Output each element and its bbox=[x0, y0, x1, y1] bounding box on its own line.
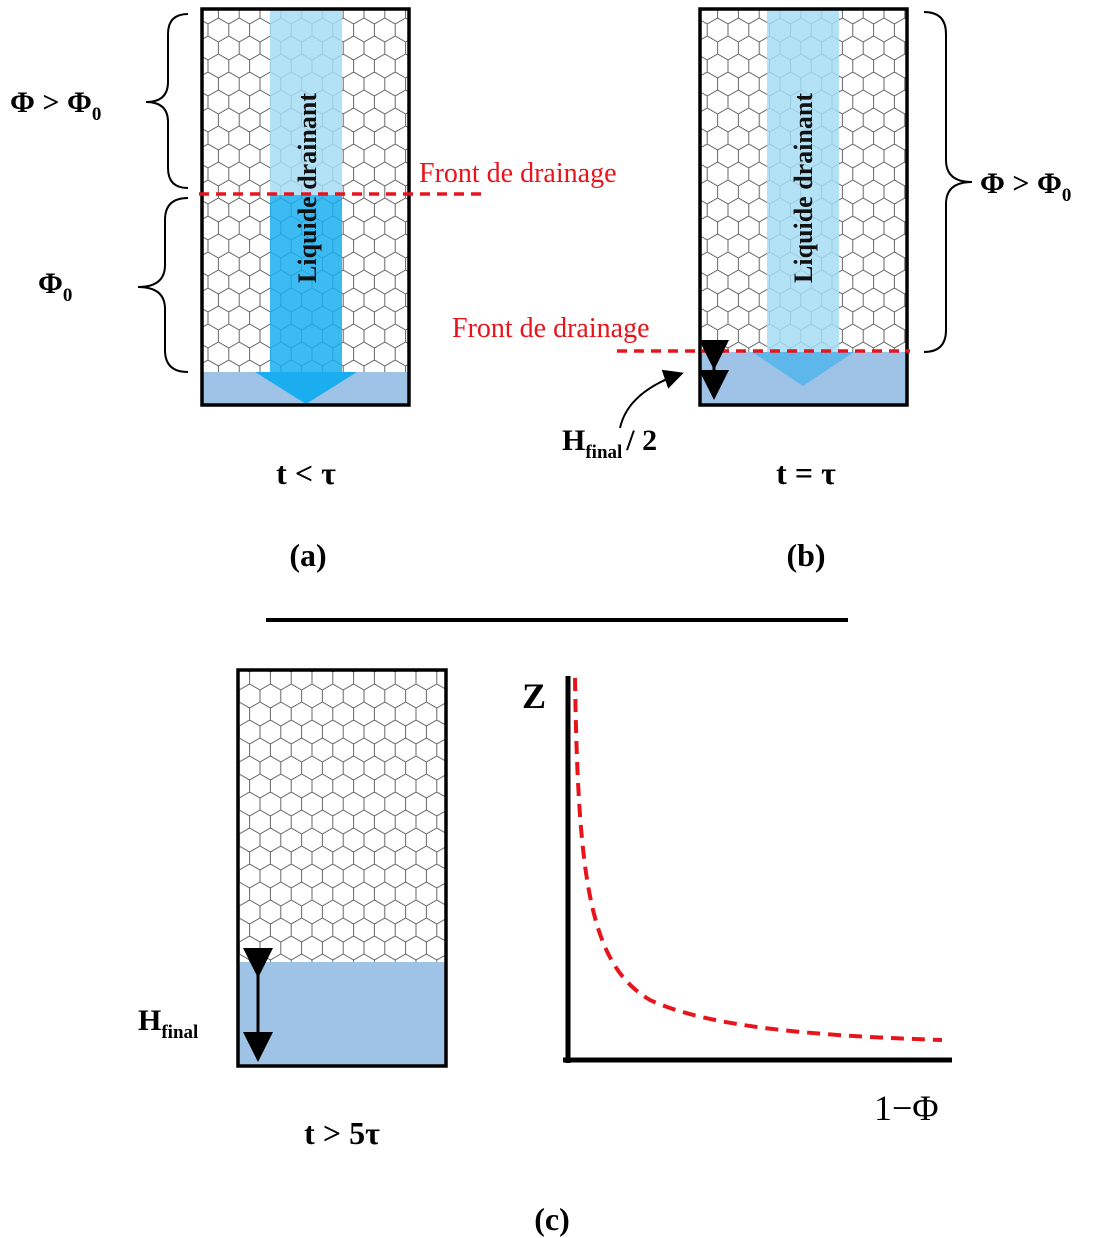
panel-a-flow-lower bbox=[270, 195, 342, 372]
graph-y-label: Z bbox=[522, 676, 546, 716]
panel-b-front-label: Front de drainage bbox=[452, 313, 650, 344]
panel-a-lower-brace bbox=[137, 197, 189, 373]
panel-a-caption: (a) bbox=[289, 537, 326, 573]
panel-b-flow-arrowhead bbox=[752, 352, 854, 386]
panel-a-upper-phi: Φ > Φ0 bbox=[10, 86, 101, 125]
panel-b-caption: (b) bbox=[786, 537, 825, 573]
panel-b-flow-label: Liquide drainant bbox=[789, 93, 818, 283]
panel-a-upper-brace bbox=[145, 13, 189, 189]
panel-b-brace bbox=[923, 11, 973, 353]
graph-x-label: 1−Φ bbox=[874, 1088, 939, 1128]
panel-c-container bbox=[236, 668, 448, 1068]
panel-c-foam bbox=[238, 670, 446, 962]
panel-c-caption: (c) bbox=[534, 1201, 570, 1237]
panel-a-container bbox=[200, 7, 411, 407]
panel-b-phi: Φ > Φ0 bbox=[980, 167, 1071, 206]
panel-a-front-label: Front de drainage bbox=[419, 158, 617, 189]
panel-b-container bbox=[698, 7, 909, 407]
panel-c: Hfinal t > 5τ Z 1−Φ (c) bbox=[138, 668, 952, 1237]
panel-c-drained-liquid bbox=[238, 962, 446, 1066]
panel-c-height-label: Hfinal bbox=[138, 1004, 198, 1043]
profile-graph: Z 1−Φ bbox=[522, 676, 952, 1128]
panel-a-time-label: t < τ bbox=[276, 455, 336, 491]
panel-b-time-label: t = τ bbox=[776, 455, 836, 491]
panel-b-height-label: Hfinal/ 2 bbox=[562, 424, 657, 463]
panel-a: Liquide drainant Front de drainage Φ > Φ… bbox=[10, 7, 617, 573]
panel-b: Liquide drainant Front de drainage Φ > Φ… bbox=[452, 7, 1071, 573]
panel-a-lower-phi: Φ0 bbox=[38, 267, 72, 306]
panel-a-flow-label: Liquide drainant bbox=[293, 93, 322, 283]
panel-a-flow-arrowhead bbox=[255, 372, 357, 404]
graph-profile-curve bbox=[573, 677, 943, 1042]
panel-c-time-label: t > 5τ bbox=[304, 1115, 380, 1151]
panel-b-pointer-arrow bbox=[619, 369, 684, 429]
panel-a-flow-upper bbox=[270, 9, 342, 195]
panel-b-flow bbox=[767, 9, 839, 352]
